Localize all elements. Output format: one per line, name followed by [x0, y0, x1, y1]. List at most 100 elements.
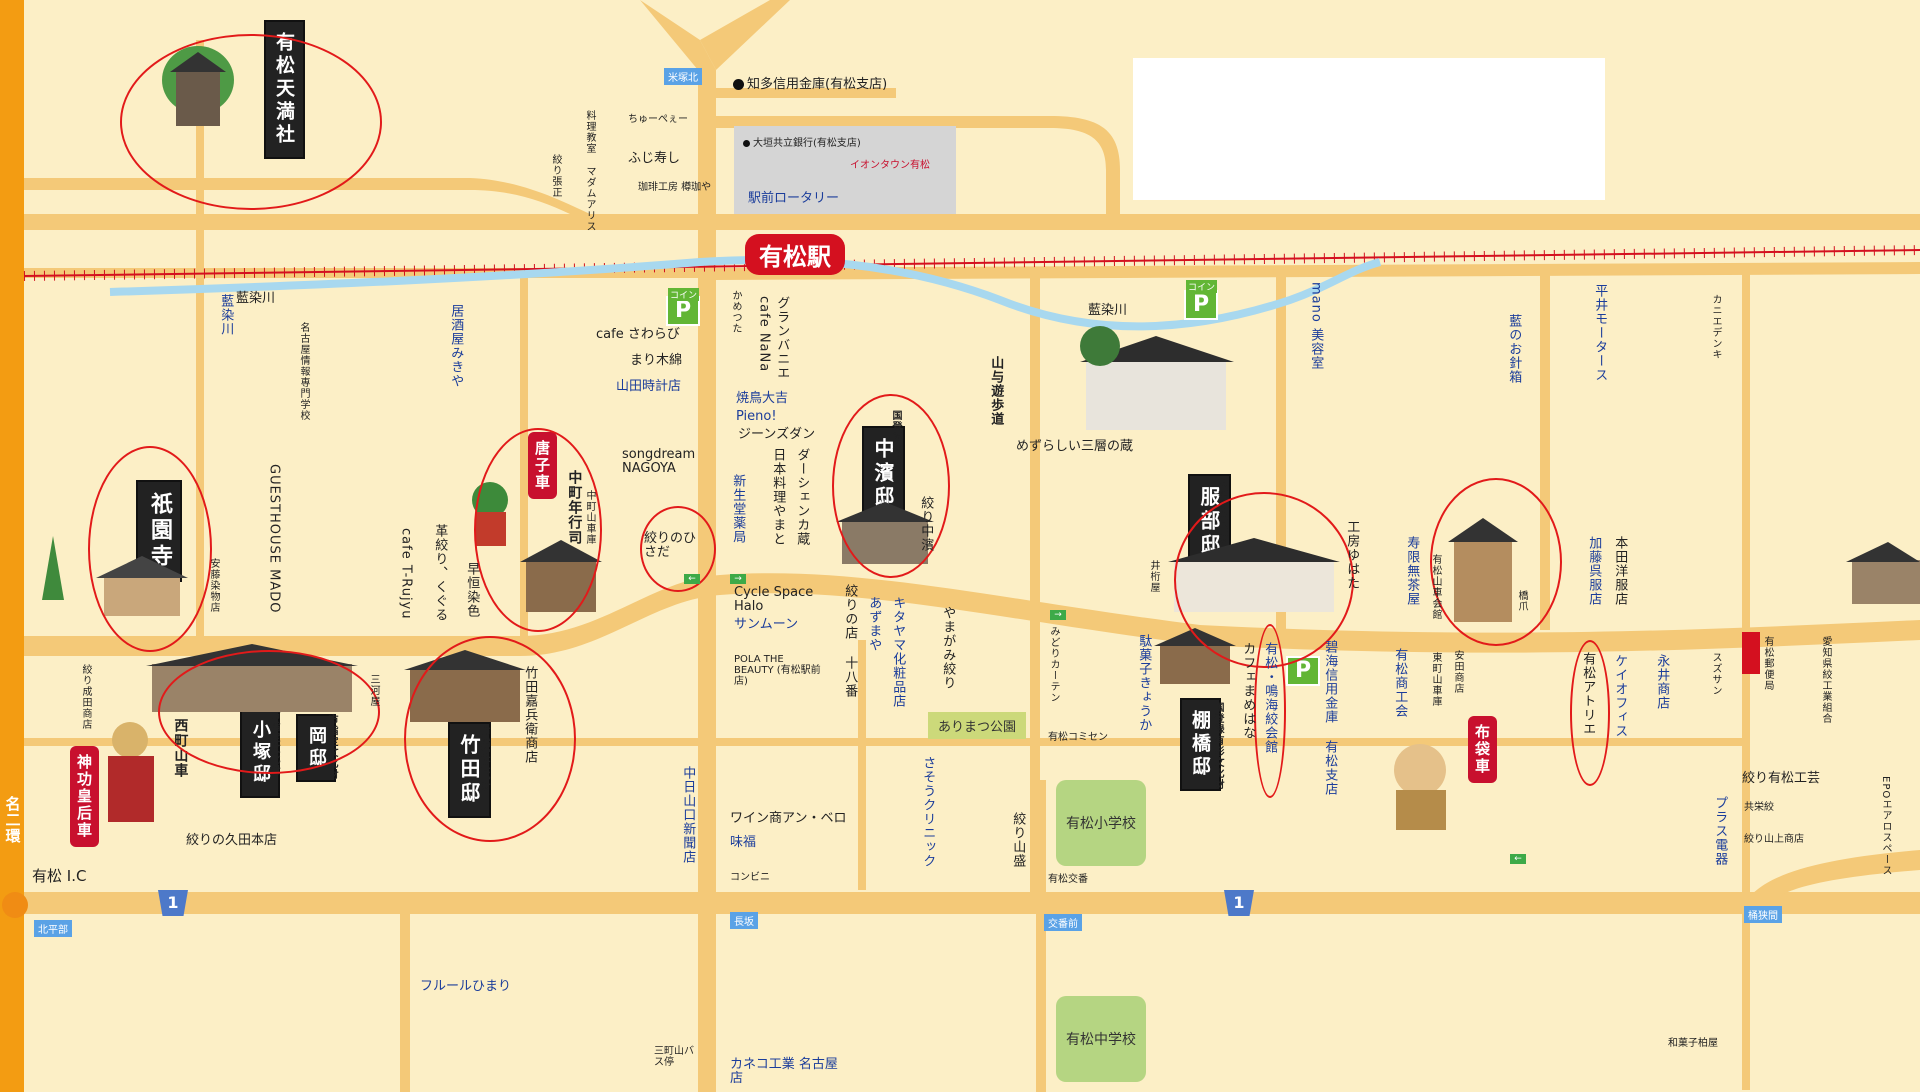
- shop-arimatsu-atelier[interactable]: 有松アトリエ: [1580, 652, 1596, 736]
- shop-jeans-dan[interactable]: ジーンズダン: [738, 427, 816, 442]
- shop-takeda-kahei[interactable]: 竹田嘉兵衛商店: [522, 666, 538, 764]
- okehazama-sign: 桶狭間: [1744, 906, 1782, 923]
- shop-ohako[interactable]: 絞りの店 十八番: [842, 584, 858, 698]
- shop-shibori-harimasa[interactable]: 絞り張正: [550, 154, 561, 198]
- hotei-sign[interactable]: 布袋車: [1468, 716, 1497, 783]
- shop-yamamori[interactable]: 絞り山盛: [1010, 812, 1026, 868]
- shop-kanie-denki[interactable]: カニエデンキ: [1710, 294, 1721, 360]
- takahashi-sign[interactable]: 棚橋邸: [1180, 698, 1221, 791]
- shop-kametsuta[interactable]: かめつた: [730, 290, 741, 334]
- shop-cafe-sawarabi[interactable]: cafe さわらび: [596, 327, 680, 342]
- shop-ando-senmono[interactable]: 安藤染物店: [208, 558, 219, 613]
- shop-hisada-honten[interactable]: 絞りの久田本店: [186, 833, 278, 848]
- shop-igetaya[interactable]: 井桁屋: [1148, 560, 1159, 593]
- shop-madam-alice[interactable]: 料理教室 マダムアリス: [584, 110, 595, 232]
- shop-ajifuku[interactable]: 味福: [730, 835, 757, 850]
- shop-songdream[interactable]: songdream NAGOYA: [622, 447, 696, 477]
- shop-midori-curtain[interactable]: みどりカーテン: [1048, 626, 1059, 703]
- shop-azumaya[interactable]: あずまや: [866, 596, 882, 652]
- shop-mikiya[interactable]: 居酒屋みきや: [448, 304, 464, 388]
- shop-kato-gofuku[interactable]: 加藤呉服店: [1586, 536, 1602, 606]
- shop-cycle-space-halo[interactable]: Cycle Space Halo: [734, 585, 814, 615]
- shop-sunmoon[interactable]: サンムーン: [734, 617, 799, 632]
- shop-kitayama[interactable]: キタヤマ化粧品店: [890, 596, 906, 708]
- aeon-town-area: [734, 126, 956, 214]
- east-road: [1740, 850, 1920, 914]
- shinkou-sign[interactable]: 神功皇后車: [70, 746, 99, 847]
- arimatsu-komisen[interactable]: 有松コミセン: [1048, 732, 1108, 743]
- arimatsu-park[interactable]: ありまつ公園: [928, 712, 1027, 739]
- shop-yamagami[interactable]: やまがみ絞り: [940, 606, 956, 690]
- rare-kura-label: めずらしい三層の蔵: [1016, 439, 1134, 454]
- shop-pola[interactable]: POLA THE BEAUTY (有松駅前店): [734, 654, 821, 687]
- shop-shibori-nakahama[interactable]: 絞り中濱: [918, 496, 934, 552]
- shop-mari-momen[interactable]: まり木綿: [630, 353, 683, 368]
- aeon-town[interactable]: イオンタウン有松: [850, 160, 930, 171]
- shop-tarukoya[interactable]: 珈琲工房 樽珈や: [638, 182, 712, 193]
- arimatsu-station[interactable]: 有松駅: [745, 234, 845, 275]
- shop-kyoei[interactable]: 共栄絞: [1744, 802, 1774, 813]
- shop-dashenka[interactable]: ダーシェンカ蔵: [794, 448, 810, 546]
- shop-dashi-kaikan[interactable]: 有松山車会館: [1430, 554, 1441, 620]
- shop-k-office[interactable]: ケイオフィス: [1612, 654, 1628, 738]
- shop-kawashibori[interactable]: 革絞り、くぐる: [432, 524, 448, 622]
- shop-shokokai[interactable]: 有松商工会: [1392, 648, 1408, 718]
- shop-kumiai[interactable]: 愛知県絞工業組合: [1820, 636, 1831, 724]
- arimatsu-junior-high[interactable]: 有松中学校: [1056, 996, 1146, 1082]
- shop-yamada-tokei[interactable]: 山田時計店: [616, 379, 682, 394]
- shop-kobo-yuhata[interactable]: 工房ゆはた: [1344, 520, 1360, 590]
- shop-ai-no-ohari[interactable]: 藍のお針箱: [1506, 314, 1522, 384]
- shop-hekikai-shinkin[interactable]: 碧海信用金庫 有松支店: [1322, 640, 1338, 796]
- shop-mano[interactable]: mano 美容室: [1308, 282, 1324, 370]
- upper-lane-short: [716, 88, 896, 98]
- shop-mikawaya[interactable]: 三河屋: [368, 674, 379, 707]
- shop-yasuda[interactable]: 安田商店: [1452, 650, 1463, 694]
- shop-plus-denki[interactable]: プラス電器: [1712, 796, 1728, 866]
- road-v5: [1276, 270, 1286, 630]
- arimatsu-koban[interactable]: 有松交番: [1048, 874, 1088, 885]
- shop-dagashi-kyouka[interactable]: 駄菓子きょうか: [1136, 634, 1152, 732]
- shop-cafe-mamehana[interactable]: カフェまめはな: [1240, 642, 1256, 740]
- shop-pieno[interactable]: Pieno!: [736, 409, 777, 424]
- chita-bank[interactable]: 知多信用金庫(有松支店): [747, 77, 888, 92]
- shop-chupe[interactable]: ちゅーぺぇー: [628, 114, 688, 125]
- shop-hisada[interactable]: 絞りのひさだ: [644, 531, 697, 561]
- south-rail-road-east: [714, 262, 1920, 280]
- school-nagoya-joho[interactable]: 名古屋情報専門学校: [298, 322, 309, 421]
- shop-suzusan[interactable]: スズサン: [1710, 652, 1721, 696]
- shop-honda-yofuku[interactable]: 本田洋服店: [1612, 536, 1628, 606]
- meinikan-label: 名二環: [3, 796, 22, 844]
- ogaki-bank[interactable]: 大垣共立銀行(有松支店): [753, 138, 861, 149]
- shop-guesthouse-mado[interactable]: GUESTHOUSE MADO: [266, 464, 282, 614]
- shop-sasou-clinic[interactable]: さそうクリニック: [920, 756, 936, 868]
- shop-nagai[interactable]: 永井商店: [1654, 654, 1670, 710]
- shop-kaneko[interactable]: カネコ工業 名古屋店: [730, 1057, 838, 1087]
- shop-yakitori-daikichi[interactable]: 焼鳥大吉: [736, 391, 789, 406]
- shop-konbini[interactable]: コンビニ: [730, 872, 770, 883]
- shop-wine[interactable]: ワイン商アン・ベロ: [730, 811, 847, 826]
- shop-arimatsu-kogei[interactable]: 絞り有松工芸: [1742, 771, 1821, 786]
- bus-stop-sanmachiyama[interactable]: 三町山バス停: [654, 1046, 694, 1068]
- shop-shinseido[interactable]: 新生堂薬局: [730, 474, 746, 544]
- arimatsu-elementary[interactable]: 有松小学校: [1056, 780, 1146, 866]
- shop-hashizume[interactable]: 橋爪: [1516, 590, 1527, 612]
- post-office[interactable]: 有松郵便局: [1762, 636, 1773, 691]
- shop-kashiwaya[interactable]: 和菓子柏屋: [1668, 1038, 1718, 1049]
- shop-jugemu[interactable]: 寿限無茶屋: [1404, 536, 1420, 606]
- shop-yamato[interactable]: 日本料理やまと: [770, 448, 786, 546]
- shop-epo-aerospace[interactable]: EPOエアロスペース: [1880, 776, 1891, 877]
- shop-chunichi[interactable]: 中日山口新聞店: [680, 766, 696, 864]
- shop-hirai-motors[interactable]: 平井モータース: [1592, 284, 1608, 382]
- shop-fleur-himari[interactable]: フルールひまり: [420, 979, 512, 994]
- shop-granbanie[interactable]: グランバニエ: [774, 296, 790, 380]
- shop-yamagami-shoten[interactable]: 絞り山上商店: [1744, 834, 1804, 845]
- shop-fujizushi[interactable]: ふじ寿し: [628, 151, 681, 166]
- shop-narita[interactable]: 絞り成田商店: [80, 664, 91, 730]
- shop-cafe-nana[interactable]: cafe NaNa: [756, 296, 772, 373]
- highlight-tenmanja: [120, 34, 382, 210]
- shop-cafe-trujyu[interactable]: cafe T-Rujyu: [398, 528, 414, 620]
- chita-dot: [733, 79, 744, 90]
- shop-hayatsune[interactable]: 早恒染色: [464, 562, 480, 618]
- shop-shibori-kaikan[interactable]: 有松・鳴海絞会館: [1262, 642, 1278, 754]
